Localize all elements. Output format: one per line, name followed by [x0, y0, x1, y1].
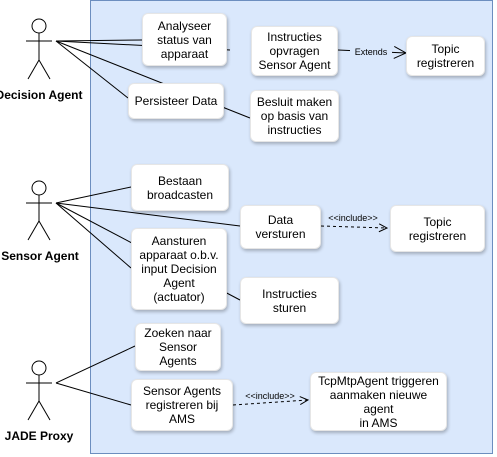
actor-label-decision: Decision Agent — [0, 88, 83, 102]
usecase-zoeken-sensor-agents[interactable]: Zoeken naar Sensor Agents — [135, 323, 221, 371]
include-label-1: <<include>> — [328, 213, 378, 223]
decision-agent-figure — [26, 18, 52, 80]
include-arrow-1 — [320, 226, 387, 228]
usecase-aansturen-apparaat[interactable]: Aansturen apparaat o.b.v. input Decision… — [131, 228, 227, 310]
usecase-instructies-opvragen[interactable]: Instructies opvragen Sensor Agent — [251, 26, 338, 76]
actor-label-proxy: JADE Proxy — [4, 429, 74, 443]
proxy-associations — [55, 345, 136, 406]
usecase-topic-registreren-1[interactable]: Topic registreren — [406, 36, 485, 76]
usecase-analyseer[interactable]: Analyseer status van apparaat — [142, 13, 227, 66]
usecase-sensor-agents-registreren[interactable]: Sensor Agents registreren bij AMS — [131, 379, 233, 431]
usecase-tcpmtp-triggeren[interactable]: TcpMtpAgent triggeren aanmaken nieuwe ag… — [310, 372, 447, 431]
usecase-instructies-sturen[interactable]: Instructies sturen — [240, 277, 339, 324]
include-arrow-2 — [232, 400, 308, 406]
usecase-persisteer-data[interactable]: Persisteer Data — [128, 83, 224, 119]
usecase-data-versturen[interactable]: Data versturen — [240, 205, 321, 249]
sensor-agent-figure — [26, 180, 52, 241]
usecase-bestaan-broadcasten[interactable]: Bestaan broadcasten — [131, 164, 229, 211]
usecase-besluit-maken[interactable]: Besluit maken op basis van instructies — [250, 90, 339, 142]
actor-label-sensor: Sensor Agent — [1, 249, 79, 263]
jade-proxy-figure — [26, 360, 52, 421]
extends-label-bg — [350, 45, 392, 57]
include-label-2: <<include>> — [245, 391, 295, 401]
extends-label: Extends — [355, 47, 388, 57]
usecase-topic-registreren-2[interactable]: Topic registreren — [390, 205, 485, 252]
